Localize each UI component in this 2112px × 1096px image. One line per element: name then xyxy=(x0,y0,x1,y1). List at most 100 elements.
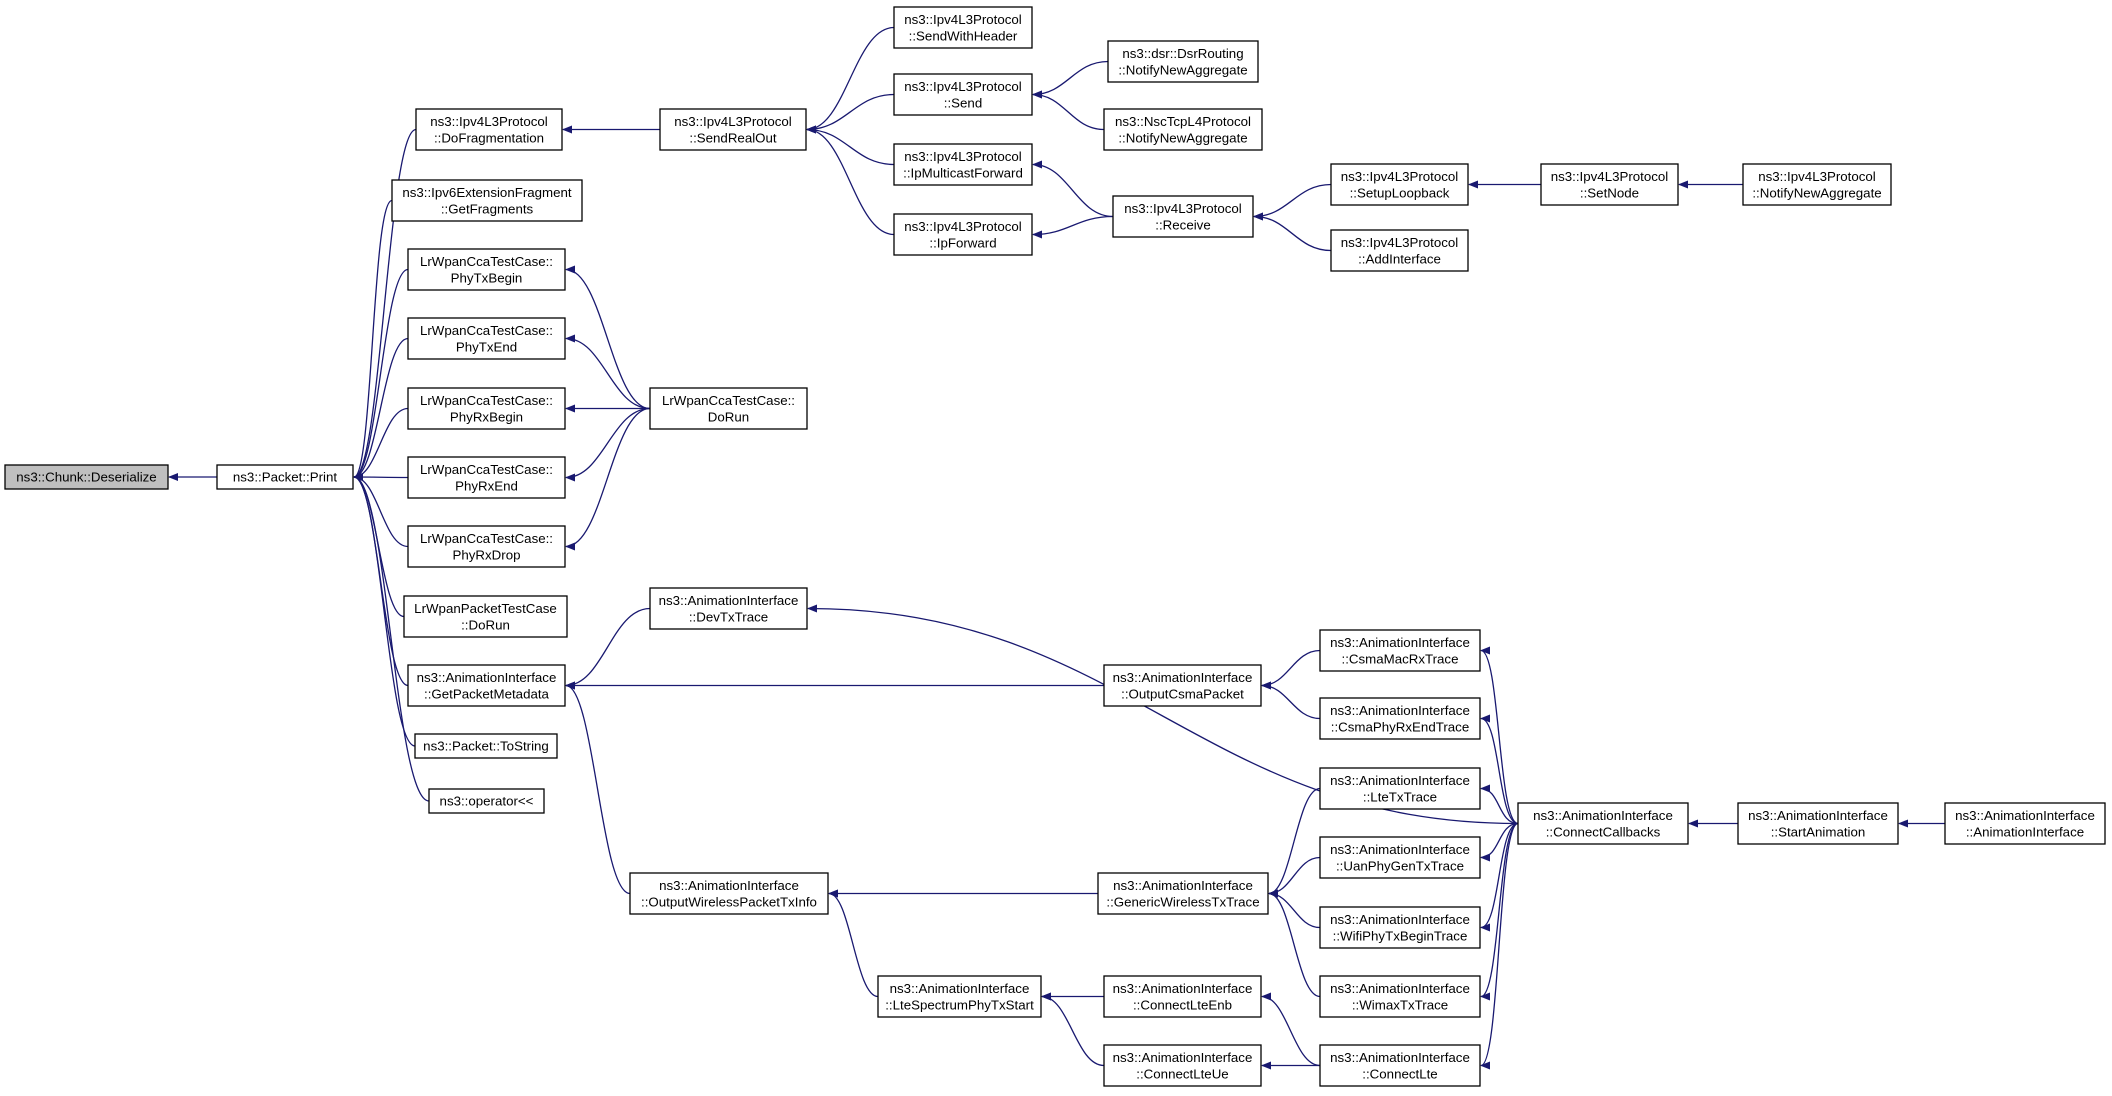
node-lrwpanpackettestcase-dorun[interactable]: LrWpanPacketTestCase::DoRun xyxy=(403,595,568,638)
node-ns3-animationinterface-outputwirelesspackettxinfo[interactable]: ns3::AnimationInterface::OutputWirelessP… xyxy=(629,872,829,915)
node-box xyxy=(1103,975,1262,1018)
node-label: ns3::Ipv4L3Protocol xyxy=(904,79,1022,94)
node-box xyxy=(414,733,558,759)
node-ns3-animationinterface-connectlte[interactable]: ns3::AnimationInterface::ConnectLte xyxy=(1319,1044,1481,1087)
node-ns3-animationinterface-getpacketmetadata[interactable]: ns3::AnimationInterface::GetPacketMetada… xyxy=(407,664,566,707)
node-box xyxy=(1330,229,1469,272)
node-box xyxy=(1319,697,1481,740)
node-ns3-operator[interactable]: ns3::operator<< xyxy=(428,788,545,814)
edge-n39-to-n37 xyxy=(1480,822,1519,1070)
node-label: ns3::AnimationInterface xyxy=(1330,703,1470,718)
node-box xyxy=(1103,664,1262,707)
edge-n5-to-n1 xyxy=(353,337,409,481)
node-ns3-nsctcpl4protocol-notifynewaggregate[interactable]: ns3::NscTcpL4Protocol::NotifyNewAggregat… xyxy=(1103,108,1263,151)
node-box xyxy=(1112,195,1254,238)
node-ns3-ipv4l3protocol-send[interactable]: ns3::Ipv4L3Protocol::Send xyxy=(893,73,1033,116)
edge-n7-to-n1 xyxy=(353,473,409,482)
node-ns3-ipv4l3protocol-notifynewaggregate[interactable]: ns3::Ipv4L3Protocol::NotifyNewAggregate xyxy=(1742,163,1892,206)
node-label: ::GetFragments xyxy=(441,201,534,216)
node-ns3-animationinterface-csmamacrxtrace[interactable]: ns3::AnimationInterface::CsmaMacRxTrace xyxy=(1319,629,1481,672)
node-lrwpanccatestcase-phyrxbegin[interactable]: LrWpanCcaTestCase::PhyRxBegin xyxy=(407,387,566,430)
node-ns3-animationinterface-uanphygentxtrace[interactable]: ns3::AnimationInterface::UanPhyGenTxTrac… xyxy=(1319,836,1481,879)
node-box xyxy=(391,179,583,222)
node-label: LrWpanCcaTestCase:: xyxy=(420,393,553,408)
node-box xyxy=(893,143,1033,186)
edge-n12-to-n1 xyxy=(353,473,430,802)
node-ns3-animationinterface-connectlteue[interactable]: ns3::AnimationInterface::ConnectLteUe xyxy=(1103,1044,1262,1087)
node-ns3-ipv4l3protocol-setnode[interactable]: ns3::Ipv4L3Protocol::SetNode xyxy=(1540,163,1679,206)
node-ns3-ipv4l3protocol-setuploopback[interactable]: ns3::Ipv4L3Protocol::SetupLoopback xyxy=(1330,163,1469,206)
node-box xyxy=(407,387,566,430)
node-ns3-ipv4l3protocol-ipmulticastforward[interactable]: ns3::Ipv4L3Protocol::IpMulticastForward xyxy=(893,143,1033,186)
node-ns3-animationinterface-wimaxtxtrace[interactable]: ns3::AnimationInterface::WimaxTxTrace xyxy=(1319,975,1481,1018)
node-ns3-animationinterface-startanimation[interactable]: ns3::AnimationInterface::StartAnimation xyxy=(1737,802,1899,845)
edge-n29-to-n24 xyxy=(1253,183,1332,221)
node-box xyxy=(415,108,563,151)
edge-n32-to-n25 xyxy=(1261,681,1321,720)
node-label: ::Send xyxy=(944,95,982,110)
node-ns3-animationinterface-ltespectrumphytxstart[interactable]: ns3::AnimationInterface::LteSpectrumPhyT… xyxy=(877,975,1042,1018)
node-box xyxy=(1330,163,1469,206)
node-ns3-animationinterface-csmaphyrxendtrace[interactable]: ns3::AnimationInterface::CsmaPhyRxEndTra… xyxy=(1319,697,1481,740)
edge-n39-to-n35 xyxy=(1480,822,1519,932)
node-box xyxy=(893,213,1033,256)
node-label: ns3::Chunk::Deserialize xyxy=(16,470,156,485)
node-label: ::NotifyNewAggregate xyxy=(1118,130,1247,145)
node-label: LrWpanCcaTestCase:: xyxy=(420,531,553,546)
node-ns3-ipv4l3protocol-addinterface[interactable]: ns3::Ipv4L3Protocol::AddInterface xyxy=(1330,229,1469,272)
edge-n3-to-n1 xyxy=(353,199,393,481)
edge-n39-to-n31 xyxy=(1480,646,1519,825)
node-ns3-ipv4l3protocol-dofragmentation[interactable]: ns3::Ipv4L3Protocol::DoFragmentation xyxy=(415,108,563,151)
node-label: ns3::Ipv4L3Protocol xyxy=(1551,169,1669,184)
node-lrwpanccatestcase-dorun[interactable]: LrWpanCcaTestCase::DoRun xyxy=(649,387,808,430)
node-box xyxy=(893,73,1033,116)
node-box xyxy=(1103,108,1263,151)
node-lrwpanccatestcase-phyrxend[interactable]: LrWpanCcaTestCase::PhyRxEnd xyxy=(407,456,566,499)
node-box xyxy=(1319,1044,1481,1087)
node-lrwpanccatestcase-phytxbegin[interactable]: LrWpanCcaTestCase::PhyTxBegin xyxy=(407,248,566,291)
node-box xyxy=(893,6,1033,49)
node-ns3-packet-print[interactable]: ns3::Packet::Print xyxy=(216,464,354,490)
edge-n39-to-n33 xyxy=(1480,784,1519,825)
edge-n14-to-n5 xyxy=(565,334,651,410)
node-ns3-animationinterface-genericwirelesstxtrace[interactable]: ns3::AnimationInterface::GenericWireless… xyxy=(1097,872,1269,915)
node-ns3-packet-tostring[interactable]: ns3::Packet::ToString xyxy=(414,733,558,759)
node-lrwpanccatestcase-phyrxdrop[interactable]: LrWpanCcaTestCase::PhyRxDrop xyxy=(407,525,566,568)
node-lrwpanccatestcase-phytxend[interactable]: LrWpanCcaTestCase::PhyTxEnd xyxy=(407,317,566,360)
node-label: ::WimaxTxTrace xyxy=(1352,997,1448,1012)
node-ns3-chunk-deserialize[interactable]: ns3::Chunk::Deserialize xyxy=(4,464,169,490)
node-box xyxy=(4,464,169,490)
node-ns3-animationinterface-connectlteenb[interactable]: ns3::AnimationInterface::ConnectLteEnb xyxy=(1103,975,1262,1018)
node-label: ns3::Ipv4L3Protocol xyxy=(904,149,1022,164)
node-ns3-animationinterface-wifiphytxbegintrace[interactable]: ns3::AnimationInterface::WifiPhyTxBeginT… xyxy=(1319,906,1481,949)
edge-n39-to-n32 xyxy=(1480,714,1519,825)
node-label: ns3::AnimationInterface xyxy=(417,670,557,685)
node-label: ::IpMulticastForward xyxy=(903,165,1023,180)
node-box xyxy=(649,387,808,430)
node-label: ns3::dsr::DsrRouting xyxy=(1122,46,1243,61)
node-ns3-ipv4l3protocol-sendrealout[interactable]: ns3::Ipv4L3Protocol::SendRealOut xyxy=(659,108,807,151)
node-ns3-dsr-dsrrouting-notifynewaggregate[interactable]: ns3::dsr::DsrRouting::NotifyNewAggregate xyxy=(1107,40,1259,83)
node-ns3-ipv6extensionfragment-getfragments[interactable]: ns3::Ipv6ExtensionFragment::GetFragments xyxy=(391,179,583,222)
node-label: LrWpanPacketTestCase xyxy=(414,601,557,616)
node-ns3-animationinterface-connectcallbacks[interactable]: ns3::AnimationInterface::ConnectCallback… xyxy=(1517,802,1689,845)
node-ns3-animationinterface-animationinterface[interactable]: ns3::AnimationInterface::AnimationInterf… xyxy=(1944,802,2106,845)
node-label: ::GetPacketMetadata xyxy=(424,686,550,701)
node-ns3-ipv4l3protocol-sendwithheader[interactable]: ns3::Ipv4L3Protocol::SendWithHeader xyxy=(893,6,1033,49)
node-ns3-animationinterface-ltetxtrace[interactable]: ns3::AnimationInterface::LteTxTrace xyxy=(1319,767,1481,810)
node-box xyxy=(428,788,545,814)
node-label: ::CsmaMacRxTrace xyxy=(1342,651,1459,666)
edge-n9-to-n1 xyxy=(353,473,405,618)
node-ns3-animationinterface-devtxtrace[interactable]: ns3::AnimationInterface::DevTxTrace xyxy=(649,587,808,630)
node-ns3-ipv4l3protocol-receive[interactable]: ns3::Ipv4L3Protocol::Receive xyxy=(1112,195,1254,238)
edge-n17-to-n13 xyxy=(806,26,895,134)
node-box xyxy=(1103,1044,1262,1087)
node-ns3-animationinterface-outputcsmapacket[interactable]: ns3::AnimationInterface::OutputCsmaPacke… xyxy=(1103,664,1262,707)
edge-n39-to-n36 xyxy=(1480,822,1519,1001)
node-label: ::ConnectLteUe xyxy=(1136,1066,1228,1081)
node-ns3-ipv4l3protocol-ipforward[interactable]: ns3::Ipv4L3Protocol::IpForward xyxy=(893,213,1033,256)
node-label: ::CsmaPhyRxEndTrace xyxy=(1331,719,1469,734)
node-label: ::ConnectCallbacks xyxy=(1546,824,1661,839)
node-box xyxy=(407,664,566,707)
node-label: ns3::AnimationInterface xyxy=(1330,635,1470,650)
